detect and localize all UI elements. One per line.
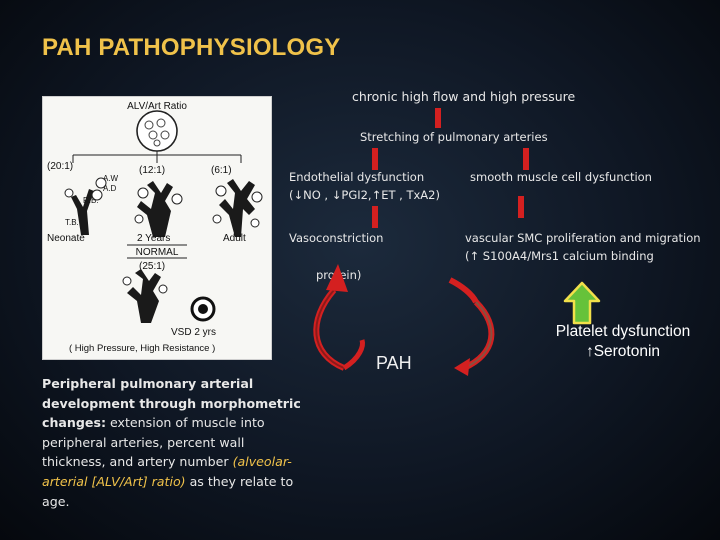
- label-ad: A.D: [103, 184, 117, 193]
- red-connector-right: [523, 148, 529, 170]
- red-connector-top: [435, 108, 441, 128]
- airway-tree-adult: [212, 179, 263, 237]
- alveolar-sac-top: [136, 110, 178, 152]
- vascular-smc-text: vascular SMC proliferation and migration…: [465, 229, 701, 265]
- red-connector-right-2: [518, 196, 524, 218]
- flow-top-text: chronic high flow and high pressure: [352, 89, 576, 104]
- platelet-line-2: ↑Serotonin: [585, 343, 661, 360]
- platelet-line-1: Platelet dysfunction: [555, 323, 691, 340]
- slide-title: PAH PATHOPHYSIOLOGY: [42, 34, 341, 61]
- ratio-adult: (6:1): [211, 165, 232, 176]
- vascular-smc-line-1: vascular SMC proliferation and migration: [465, 231, 701, 245]
- airway-tree-neonate: [64, 177, 107, 235]
- label-normal: NORMAL: [136, 247, 179, 258]
- vessel-cross-section: [190, 296, 216, 322]
- ratio-vsd: (25:1): [139, 261, 165, 272]
- vascular-smc-line-2: (↑ S100A4/Mrs1 calcium binding: [465, 249, 654, 263]
- red-connector-left-2: [372, 206, 378, 228]
- lung-development-diagram: ALV/Art Ratio (20:1) (12:1) (6:1) A.W A.…: [47, 101, 263, 354]
- red-curved-arrow-right: [448, 277, 495, 376]
- label-high-pressure: ( High Pressure, High Resistance ): [69, 343, 215, 354]
- airway-tree-2-years: [134, 181, 183, 237]
- morphometric-figure: ALV/Art Ratio (20:1) (12:1) (6:1) A.W A.…: [42, 96, 272, 360]
- stretching-text: Stretching of pulmonary arteries: [360, 130, 548, 144]
- vasoconstriction-text: Vasoconstriction: [289, 231, 384, 245]
- smooth-muscle-text: smooth muscle cell dysfunction: [470, 170, 652, 184]
- airway-tree-vsd: [122, 269, 168, 323]
- label-neonate: Neonate: [47, 233, 85, 244]
- label-aw: A.W: [103, 174, 119, 183]
- endothelial-line-2: (↓NO , ↓PGI2,↑ET , TxA2): [289, 188, 440, 202]
- red-curved-arrow-left: [313, 264, 365, 371]
- ratio-neonate: (20:1): [47, 161, 73, 172]
- pah-label: PAH: [376, 353, 412, 373]
- label-adult: Adult: [223, 233, 246, 244]
- feedback-arrows: [313, 264, 495, 376]
- label-rb: R.B.: [83, 196, 99, 205]
- label-vsd: VSD 2 yrs: [171, 327, 216, 338]
- platelet-dysfunction-text: Platelet dysfunction ↑Serotonin: [538, 322, 708, 362]
- label-tb: T.B.: [65, 218, 79, 227]
- endothelial-text: Endothelial dysfunction (↓NO , ↓PGI2,↑ET…: [289, 168, 440, 204]
- caption-text-1: extension of muscle into peripheral arte…: [42, 415, 265, 470]
- caption-bold: Peripheral pulmonary arterial developmen…: [42, 376, 301, 431]
- green-up-arrow-icon: [563, 281, 601, 325]
- caption-highlight: (alveolar-arterial [ALV/Art] ratio): [42, 454, 292, 489]
- label-2-years: 2 Years: [137, 233, 170, 244]
- endothelial-line-1: Endothelial dysfunction: [289, 170, 425, 184]
- red-connector-left: [372, 148, 378, 170]
- caption-text-2: as they relate to age.: [42, 473, 294, 509]
- ratio-2-years: (12:1): [139, 165, 165, 176]
- figure-caption: Peripheral pulmonary arterial developmen…: [42, 374, 304, 511]
- figure-header: ALV/Art Ratio: [127, 101, 187, 112]
